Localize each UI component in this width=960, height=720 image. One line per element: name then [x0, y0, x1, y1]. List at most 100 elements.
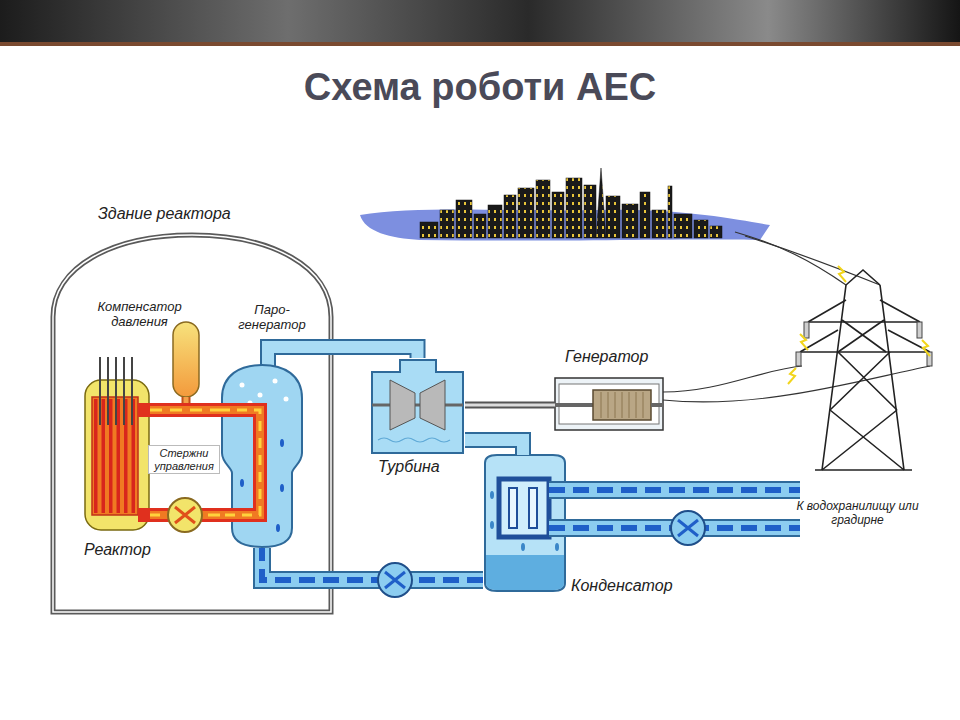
fuel-rod	[109, 399, 113, 513]
pipe-line	[150, 409, 220, 412]
cooling-water-loop	[549, 481, 800, 499]
water-drop	[240, 479, 244, 487]
city-skyline	[566, 178, 582, 238]
reactor-shape	[84, 355, 150, 562]
steam-generator-shape	[220, 303, 312, 548]
lightning-spark	[838, 266, 846, 282]
steam-bubble	[284, 397, 289, 402]
turbine-casing	[372, 360, 463, 453]
pipe-connector	[150, 410, 220, 515]
turbine-rotor	[390, 380, 415, 430]
generator-body	[608, 392, 609, 418]
pipe-line	[150, 508, 220, 522]
turbine-rotor	[420, 380, 445, 430]
water-drop	[280, 484, 284, 492]
city-skyline	[552, 192, 564, 238]
condenser-vessel	[485, 455, 565, 591]
condensate-water	[486, 555, 564, 590]
city-skyline	[488, 205, 502, 238]
transmission-tower	[815, 469, 912, 471]
pipe-line	[465, 402, 555, 409]
steam-bubble	[273, 379, 278, 384]
water-drop	[521, 543, 525, 551]
power-wires	[745, 236, 880, 285]
cooling-water-loop	[549, 483, 800, 497]
node-label: Генератор	[565, 348, 660, 366]
cooling-water-loop	[549, 521, 800, 535]
cooling-tube	[509, 488, 517, 528]
generator-shaft	[555, 403, 593, 407]
steam-bubble	[258, 393, 263, 398]
node-label: Конденсатор	[571, 577, 691, 595]
cooling-water-loop	[549, 487, 800, 493]
generator: Генератор	[555, 348, 663, 433]
cooling-tube	[529, 488, 537, 528]
transmission-tower	[927, 352, 932, 366]
generator-body	[629, 392, 630, 418]
cold-leg-nozzle	[138, 508, 150, 522]
generator-body	[601, 392, 602, 418]
city-skyline	[606, 196, 620, 238]
node-label: Реактор	[84, 541, 174, 559]
city-skyline	[596, 168, 606, 238]
pipe-line	[150, 397, 186, 410]
shaft-connector	[465, 405, 555, 406]
control-rod	[115, 357, 117, 425]
top-banner	[0, 42, 960, 46]
transmission-tower	[822, 285, 904, 470]
pipe-line	[262, 548, 483, 580]
control-rod	[123, 357, 125, 425]
lightning-spark	[788, 368, 796, 384]
heat-exchange-tube	[220, 410, 260, 515]
city-skyline	[536, 180, 550, 238]
city-skyline	[652, 210, 666, 238]
heat-exchange-tube	[220, 410, 260, 515]
building-wall	[53, 235, 331, 612]
pipe-line	[150, 406, 220, 414]
feed-pump	[378, 563, 412, 597]
transmission-tower	[804, 322, 809, 338]
pipe-line	[465, 440, 523, 455]
heat-exchange-tube	[220, 410, 260, 515]
pipe-connector	[465, 440, 523, 455]
city-skyline	[584, 185, 596, 238]
cooling-pump	[671, 511, 705, 545]
transmission-tower	[822, 320, 904, 470]
page-title: Схема роботи АЕС	[0, 66, 960, 109]
steam-wave	[378, 438, 450, 442]
pipe-line	[312, 347, 418, 358]
generator-body	[593, 390, 651, 420]
water-drop	[276, 524, 280, 532]
city-skyline	[622, 204, 638, 238]
city-skyline	[440, 210, 454, 238]
fuel-rod	[102, 399, 106, 513]
city-skyline	[710, 226, 722, 238]
city-skyline	[474, 214, 486, 238]
cooling-tube-bundle	[499, 479, 549, 537]
pipe-line	[150, 397, 186, 410]
transmission-tower	[796, 322, 932, 366]
node-label: Здание реактора	[98, 205, 318, 223]
city-skyline	[420, 222, 438, 238]
node-label: Турбина	[378, 458, 468, 476]
generator-body	[615, 392, 616, 418]
top-banner	[0, 0, 960, 42]
lightning-spark	[788, 266, 930, 384]
fuel-rod	[117, 399, 121, 513]
node-label: Паро- генератор	[232, 303, 312, 333]
generator-frame	[555, 378, 663, 430]
control-rod	[131, 357, 133, 425]
control-rod	[99, 357, 101, 425]
cooling-water-loop	[549, 519, 800, 537]
reactor: Реактор	[84, 355, 150, 562]
pipe-line	[150, 403, 220, 417]
cooling-water-loop	[549, 525, 800, 531]
lightning-spark	[922, 340, 930, 356]
water-drop	[555, 543, 559, 551]
transmission-tower	[800, 322, 930, 352]
transmission-tower	[796, 352, 801, 366]
pipe-line	[262, 548, 483, 580]
generator-body	[636, 392, 637, 418]
city-skyline	[360, 168, 770, 241]
